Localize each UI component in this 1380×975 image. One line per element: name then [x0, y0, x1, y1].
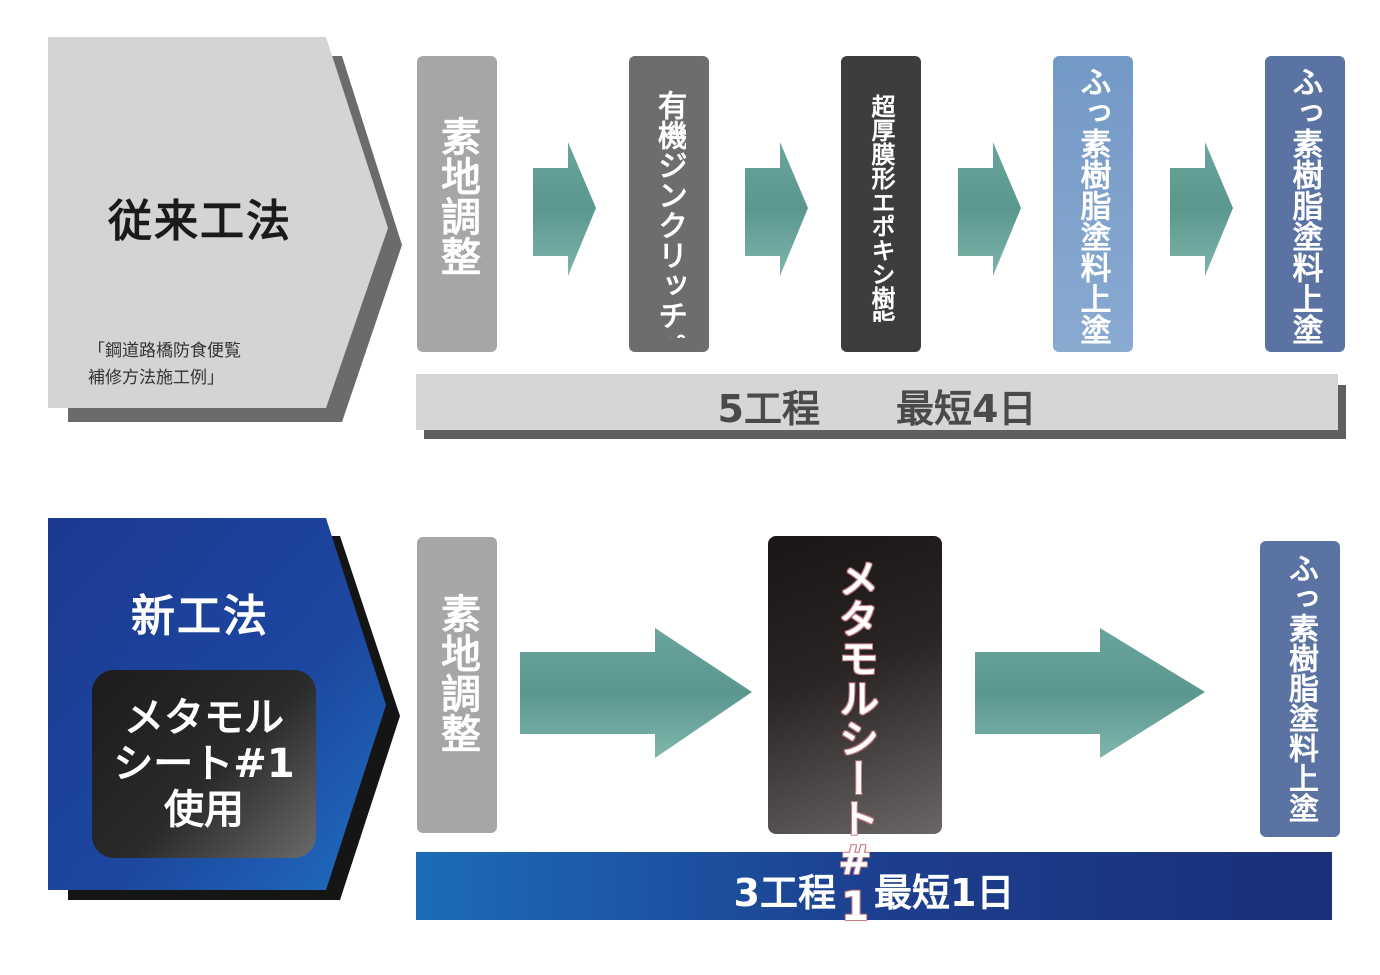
conventional-summary: 5工程 最短4日 [717, 387, 1037, 431]
step-organic-zinc-paint: 有機ジンクリッチペイント [629, 56, 709, 352]
step-surface-prep: 素地調整 [417, 56, 497, 352]
badge-line: メタモル [123, 695, 284, 741]
step-label: 有機ジンクリッチペイント [652, 90, 686, 338]
process-arrow-icon [975, 628, 1205, 758]
step-label: メタモルシート#1 [832, 558, 878, 930]
source-note-line: 「鋼道路橋防食便覧 [88, 341, 241, 361]
process-arrow-icon [958, 142, 1021, 276]
step-fluoro-topcoat-final: ふっ素樹脂塗料上塗 [1265, 56, 1345, 352]
step-label: 素地調整 [434, 593, 480, 753]
step-fluoro-topcoat-new: ふっ素樹脂塗料上塗 [1260, 541, 1340, 837]
step-label: 素地調整 [434, 116, 480, 276]
step-fluoro-topcoat: ふっ素樹脂塗料上塗 [1053, 56, 1133, 352]
step-surface-prep-new: 素地調整 [417, 537, 497, 833]
conventional-summary-bar [416, 374, 1346, 439]
new-method-title: 新工法 [131, 591, 269, 642]
process-arrow-icon [520, 628, 752, 758]
step-label: 超厚膜形エポキシ樹脂塗料 [867, 94, 895, 322]
step-label: ふっ素樹脂塗料上塗 [1283, 553, 1318, 823]
process-arrow-icon [1170, 142, 1233, 276]
step-epoxy-coating: 超厚膜形エポキシ樹脂塗料 [841, 56, 921, 352]
step-metamol-sheet: メタモルシート#1 [768, 536, 942, 930]
new-summary-bar [416, 852, 1332, 920]
process-arrow-icon [745, 142, 808, 276]
step-label: ふっ素樹脂塗料上塗 [1074, 66, 1111, 345]
badge-line: シート#1 [113, 741, 295, 787]
metamol-sheet-badge: メタモル シート#1 使用 [92, 670, 316, 858]
badge-line: 使用 [163, 787, 244, 833]
conventional-method-panel [48, 37, 402, 422]
process-arrow-icon [533, 142, 596, 276]
source-note: 「鋼道路橋防食便覧 補修方法施工例」 [88, 338, 241, 392]
source-note-line: 補修方法施工例」 [88, 368, 224, 388]
conventional-method-title: 従来工法 [108, 196, 292, 247]
step-label: ふっ素樹脂塗料上塗 [1286, 66, 1323, 345]
new-summary: 3工程 最短1日 [733, 871, 1015, 915]
